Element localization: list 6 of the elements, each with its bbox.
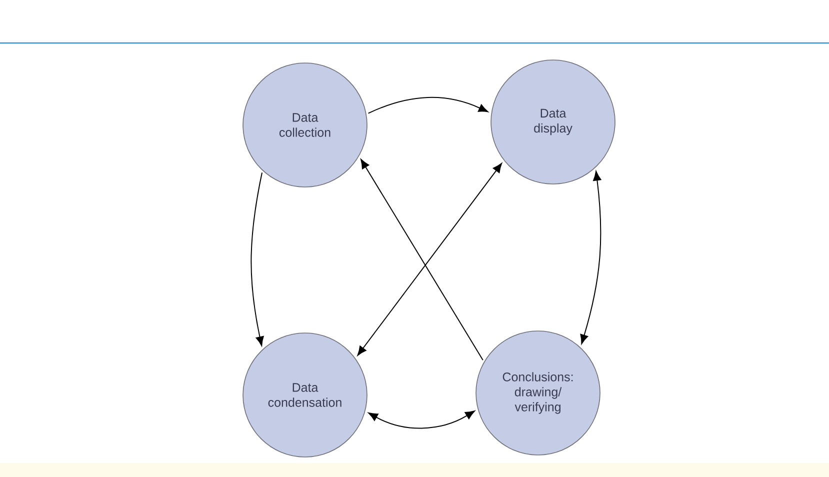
arrow xyxy=(368,410,475,429)
arrow xyxy=(360,159,484,361)
arrow xyxy=(368,97,488,114)
arrow xyxy=(357,163,502,356)
arrow xyxy=(250,172,264,346)
arrow xyxy=(580,171,602,344)
